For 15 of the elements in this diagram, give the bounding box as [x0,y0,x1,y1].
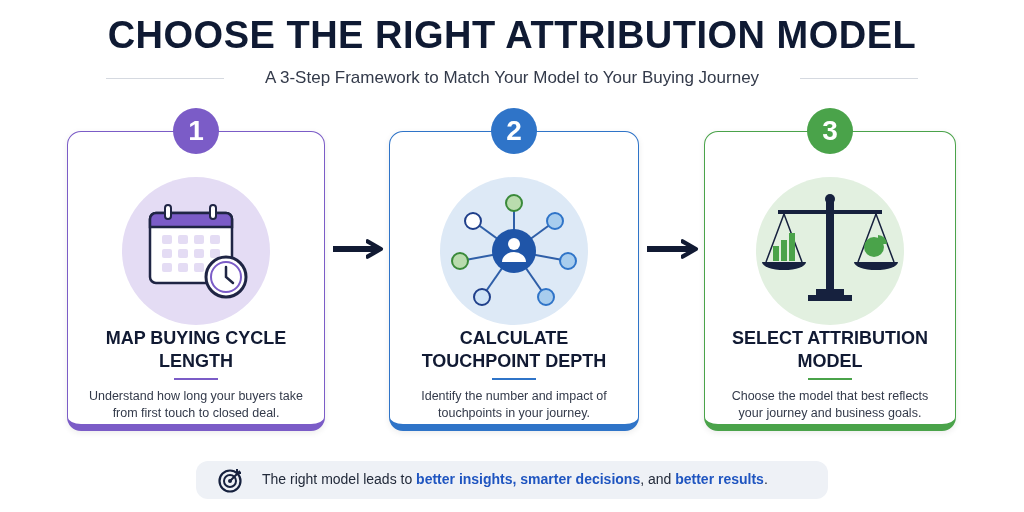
step-number: 2 [491,108,537,154]
step-description: Understand how long your buyers take from first touch to closed deal. [88,388,304,422]
step-heading: SELECT ATTRIBUTION MODEL [731,327,929,373]
step-description: Choose the model that best reflects your journey and business goals. [730,388,930,422]
message-text: The right model leads to better insights, smarter decisions, and better results. [262,471,768,487]
arrow [333,239,384,259]
title: CHOOSE THE RIGHT ATTRIBUTION MODEL [106,14,918,57]
step-number: 1 [173,108,219,154]
step-heading: MAP BUYING CYCLE LENGTH [104,327,288,373]
subtitle: A 3-Step Framework to Match Your Model to Your Buying Journey [263,68,761,88]
arrow [647,239,699,259]
step-number: 3 [807,108,853,154]
message-banner [196,461,828,499]
step-description: Identify the number and impact of touchpoints in your journey. [420,388,608,422]
step-heading: CALCULATE TOUCHPOINT DEPTH [420,327,608,373]
